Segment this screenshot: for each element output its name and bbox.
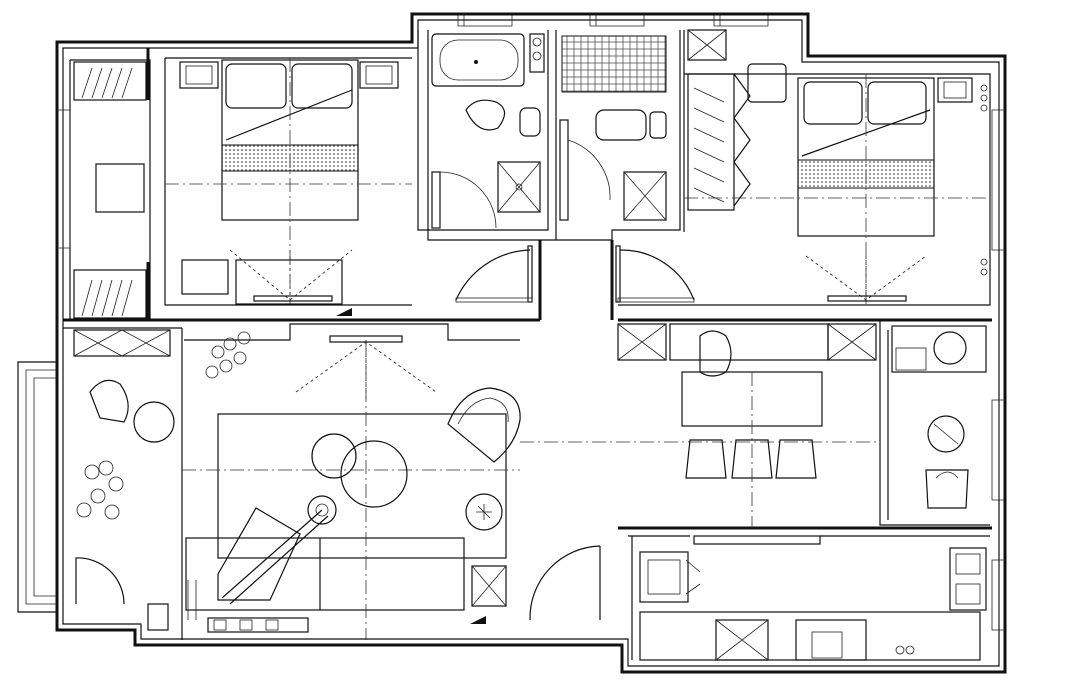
outer-walls bbox=[55, 12, 1007, 674]
utility-corner bbox=[891, 325, 987, 509]
balcony-seating bbox=[73, 329, 175, 631]
potted-plant bbox=[205, 331, 251, 379]
bathroom-right bbox=[559, 35, 667, 221]
living-room bbox=[182, 331, 521, 640]
bedroom-left bbox=[165, 58, 412, 305]
windows bbox=[57, 14, 1005, 631]
potted-plant bbox=[76, 460, 124, 520]
balcony bbox=[17, 361, 57, 613]
markers bbox=[336, 308, 486, 624]
kitchen bbox=[529, 535, 987, 661]
dining-area bbox=[520, 323, 880, 528]
wardrobe bbox=[73, 61, 147, 319]
bedroom-right bbox=[684, 29, 990, 305]
bathroom-left bbox=[431, 33, 545, 229]
corridor-doors bbox=[455, 245, 695, 303]
